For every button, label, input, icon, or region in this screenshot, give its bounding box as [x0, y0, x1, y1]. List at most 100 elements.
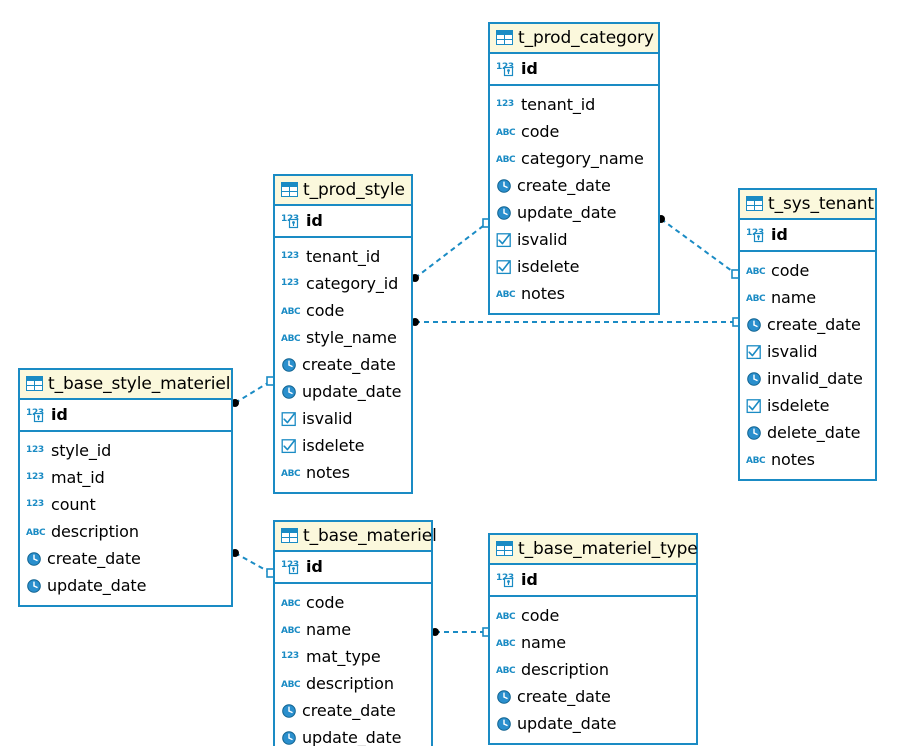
primary-key-row[interactable]: 123id	[275, 552, 431, 584]
clock-icon	[746, 371, 762, 387]
attribute-label: style_name	[306, 328, 397, 347]
number-123-icon: 123	[496, 98, 516, 112]
svg-text:ABC: ABC	[746, 456, 766, 466]
attribute-label: name	[771, 288, 816, 307]
svg-text:ABC: ABC	[281, 680, 301, 690]
string-abc-icon: ABC	[496, 636, 516, 650]
table-icon	[496, 30, 513, 45]
attribute-row[interactable]: create_date	[281, 351, 405, 378]
checkbox-icon	[496, 232, 512, 248]
attribute-row[interactable]: update_date	[26, 572, 225, 599]
attribute-row[interactable]: isdelete	[746, 392, 869, 419]
svg-text:123: 123	[281, 278, 299, 288]
svg-text:ABC: ABC	[496, 128, 516, 138]
entity-header-t_base_materiel[interactable]: t_base_materiel	[275, 522, 437, 552]
svg-text:ABC: ABC	[496, 612, 516, 622]
attribute-row[interactable]: ABC description	[281, 670, 425, 697]
attribute-row[interactable]: create_date	[26, 545, 225, 572]
attribute-row[interactable]: update_date	[281, 724, 425, 746]
attribute-row[interactable]: create_date	[496, 683, 690, 710]
primary-key-number-icon: 123	[26, 407, 46, 423]
primary-key-label: id	[51, 405, 68, 424]
table-icon	[281, 182, 298, 197]
attribute-row[interactable]: isvalid	[746, 338, 869, 365]
clock-icon	[496, 205, 512, 221]
svg-text:123: 123	[496, 99, 514, 109]
table-icon	[26, 376, 43, 391]
attribute-label: update_date	[302, 728, 402, 746]
attribute-label: isdelete	[767, 396, 830, 415]
attribute-row[interactable]: isdelete	[281, 432, 405, 459]
primary-key-label: id	[521, 59, 538, 78]
entity-header-t_prod_category[interactable]: t_prod_category	[490, 24, 658, 54]
primary-key-number-icon: 123	[281, 213, 301, 229]
entity-header-t_base_style_materiel[interactable]: t_base_style_materiel	[20, 370, 231, 400]
primary-key-row[interactable]: 123id	[490, 54, 658, 86]
primary-key-row[interactable]: 123 id	[20, 400, 231, 432]
entity-header-t_base_materiel_type[interactable]: t_base_materiel_type	[490, 535, 698, 565]
attribute-label: description	[51, 522, 139, 541]
entity-table-t_base_style_materiel[interactable]: t_base_style_materiel123id123style_id123…	[18, 368, 233, 607]
entity-table-t_base_materiel_type[interactable]: t_base_materiel_type123idABCcodeABCnameA…	[488, 533, 698, 745]
attribute-row[interactable]: create_date	[746, 311, 869, 338]
attribute-row[interactable]: update_date	[496, 710, 690, 737]
primary-key-row[interactable]: 123id	[275, 206, 411, 238]
string-abc-icon: ABC	[281, 304, 301, 318]
entity-header-t_prod_style[interactable]: t_prod_style	[275, 176, 411, 206]
svg-text:ABC: ABC	[496, 639, 516, 649]
attribute-row[interactable]: isdelete	[496, 253, 652, 280]
entity-table-t_prod_style[interactable]: t_prod_style123id 123tenant_id123category…	[273, 174, 413, 494]
string-abc-icon: ABC	[496, 663, 516, 677]
clock-icon	[281, 730, 297, 746]
attribute-row[interactable]: delete_date	[746, 419, 869, 446]
entity-table-t_sys_tenant[interactable]: t_sys_tenant123idABCcodeABCnamecreate_da…	[738, 188, 877, 481]
attribute-row[interactable]: 123 tenant_id	[496, 91, 652, 118]
attribute-label: create_date	[47, 549, 141, 568]
attribute-row[interactable]: isvalid	[496, 226, 652, 253]
entity-table-t_base_materiel[interactable]: t_base_materiel123idABCcodeABCname123mat…	[273, 520, 437, 746]
attribute-row[interactable]: update_date	[496, 199, 652, 226]
svg-text:ABC: ABC	[496, 290, 516, 300]
attribute-label: name	[306, 620, 351, 639]
attribute-label: description	[306, 674, 394, 693]
attribute-label: create_date	[517, 687, 611, 706]
attribute-row[interactable]: create_date	[496, 172, 652, 199]
relationship-rel-stylemateriel-materiel	[231, 549, 276, 578]
string-abc-icon: ABC	[746, 453, 766, 467]
entity-table-t_prod_category[interactable]: t_prod_category123id123tenant_idABCcodeA…	[488, 22, 660, 315]
attribute-row[interactable]: isvalid	[281, 405, 405, 432]
primary-key-row[interactable]: 123id	[490, 565, 696, 597]
attribute-row[interactable]: invalid_date	[746, 365, 869, 392]
entity-header-t_sys_tenant[interactable]: t_sys_tenant	[740, 190, 875, 220]
entity-title: t_sys_tenant	[768, 193, 874, 214]
attribute-row[interactable]: create_date	[281, 697, 425, 724]
attribute-row[interactable]: update_date	[281, 378, 405, 405]
checkbox-icon	[746, 398, 762, 414]
attribute-label: isdelete	[517, 257, 580, 276]
attribute-label: tenant_id	[521, 95, 596, 114]
svg-text:ABC: ABC	[281, 307, 301, 317]
primary-key-row[interactable]: 123id	[740, 220, 875, 252]
